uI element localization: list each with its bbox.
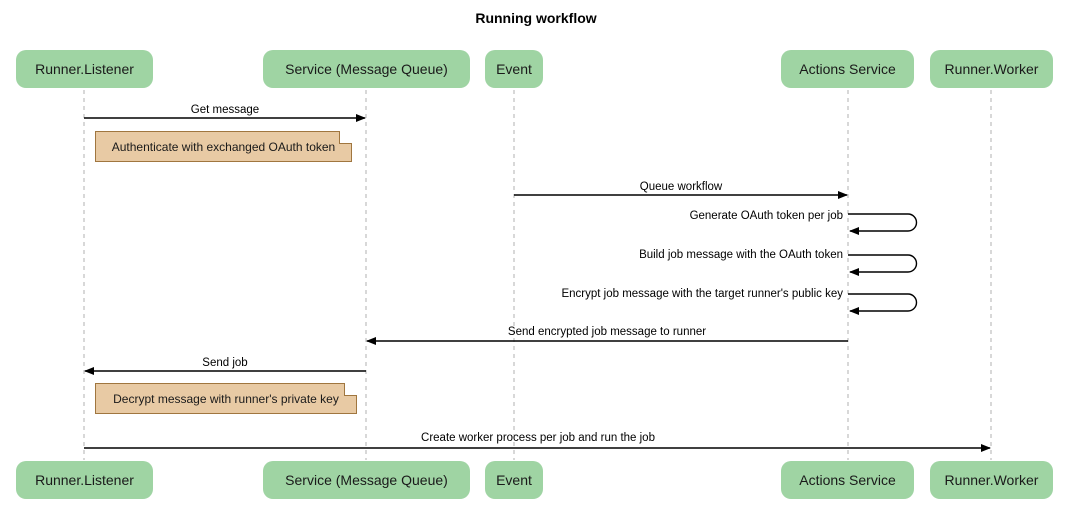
lifelines bbox=[83, 90, 992, 460]
message-label-m3: Generate OAuth token per job bbox=[689, 210, 843, 222]
participant-runner_listener-bottom[interactable]: Runner.Listener bbox=[16, 461, 153, 499]
participant-event-bottom[interactable]: Event bbox=[485, 461, 543, 499]
participant-runner_listener-top[interactable]: Runner.Listener bbox=[16, 50, 153, 88]
message-label-m8: Create worker process per job and run th… bbox=[421, 432, 655, 444]
participant-label: Runner.Worker bbox=[944, 61, 1039, 77]
note-n2: Decrypt message with runner's private ke… bbox=[95, 383, 357, 414]
note-label: Decrypt message with runner's private ke… bbox=[113, 391, 339, 406]
participant-actions_service-top[interactable]: Actions Service bbox=[781, 50, 914, 88]
participant-runner_worker-bottom[interactable]: Runner.Worker bbox=[930, 461, 1053, 499]
participant-label: Event bbox=[496, 61, 532, 77]
message-label-m2: Queue workflow bbox=[639, 181, 723, 193]
participant-actions_service-bottom[interactable]: Actions Service bbox=[781, 461, 914, 499]
self-message-m5 bbox=[848, 293, 918, 315]
participant-service_mq-top[interactable]: Service (Message Queue) bbox=[263, 50, 470, 88]
participant-label: Actions Service bbox=[799, 61, 896, 77]
participant-label: Runner.Listener bbox=[35, 61, 134, 77]
note-n1: Authenticate with exchanged OAuth token bbox=[95, 131, 352, 162]
self-message-m4 bbox=[848, 254, 918, 276]
participant-label: Actions Service bbox=[799, 472, 896, 488]
self-message-m3 bbox=[848, 213, 918, 235]
participant-label: Event bbox=[496, 472, 532, 488]
message-label-m4: Build job message with the OAuth token bbox=[639, 249, 843, 261]
participant-label: Runner.Worker bbox=[944, 472, 1039, 488]
diagram-title: Running workflow bbox=[475, 10, 597, 26]
participant-label: Service (Message Queue) bbox=[285, 472, 448, 488]
message-label-m1: Get message bbox=[190, 104, 260, 116]
note-label: Authenticate with exchanged OAuth token bbox=[111, 139, 336, 154]
participant-event-top[interactable]: Event bbox=[485, 50, 543, 88]
participant-label: Runner.Listener bbox=[35, 472, 134, 488]
message-arrows bbox=[84, 114, 991, 452]
message-label-m6: Send encrypted job message to runner bbox=[507, 326, 707, 338]
message-label-m7: Send job bbox=[202, 357, 248, 369]
participant-runner_worker-top[interactable]: Runner.Worker bbox=[930, 50, 1053, 88]
message-label-m5: Encrypt job message with the target runn… bbox=[561, 288, 843, 300]
participant-label: Service (Message Queue) bbox=[285, 61, 448, 77]
participant-service_mq-bottom[interactable]: Service (Message Queue) bbox=[263, 461, 470, 499]
